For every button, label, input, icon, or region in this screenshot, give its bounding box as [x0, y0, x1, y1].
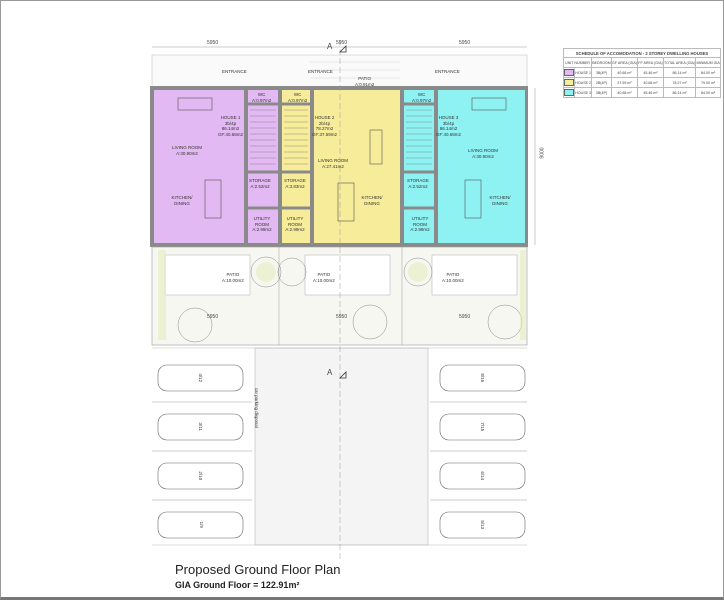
- parking-label: car parking disposal: [253, 387, 259, 428]
- bay-4-12: 4/12: [198, 373, 204, 383]
- h1-kitchen: KITCHEN/ DINING: [171, 195, 193, 206]
- col-unit: UNIT NUMBER: [562, 57, 593, 68]
- entrance-1-label: ENTRANCE: [222, 69, 247, 74]
- gia-total: GIA Ground Floor = 122.91m²: [175, 580, 300, 590]
- bay-8-16: 8/16: [480, 373, 486, 383]
- section-marker-bottom: A: [327, 368, 333, 377]
- driveway: [254, 347, 429, 546]
- schedule-table: SCHEDULE OF ACCOMODATION - 2 STOREY DWEL…: [562, 48, 721, 98]
- house-2-swatch: [564, 78, 575, 86]
- dim-house-2: 5950: [336, 40, 348, 46]
- bay-7-15: 7/15: [480, 422, 486, 432]
- bay-6-14: 6/14: [480, 471, 486, 481]
- bay-2-10: 2/10: [198, 471, 204, 481]
- dim-garden-2: 5950: [336, 314, 348, 320]
- section-marker-top: A: [327, 42, 333, 51]
- dim-house-1: 5950: [207, 40, 219, 46]
- entrance-3-label: ENTRANCE: [435, 69, 460, 74]
- col-total: TOTAL AREA (GIA): [662, 57, 697, 68]
- entrance-2-label: ENTRANCE: [308, 69, 333, 74]
- h2-kitchen: KITCHEN/ DINING: [361, 195, 383, 206]
- col-min: MINIMUM GIA: [695, 57, 721, 68]
- col-ff: FF AREA (GIA): [637, 57, 664, 68]
- house-3-fill: [404, 90, 434, 243]
- house-2-fill: [282, 90, 310, 243]
- cars: [157, 364, 526, 539]
- h3-kitchen: KITCHEN/ DINING: [489, 195, 511, 206]
- bay-1-9: 1/9: [198, 521, 204, 528]
- house-1-swatch: [564, 68, 575, 76]
- dim-house-3: 5950: [459, 40, 471, 46]
- dim-garden-1: 5950: [207, 314, 219, 320]
- house-3-swatch: [564, 88, 575, 96]
- dim-depth: 9000: [539, 147, 546, 159]
- drawing-title: Proposed Ground Floor Plan: [175, 562, 341, 577]
- col-bedroom: BEDROOM: [591, 57, 612, 68]
- bay-3-11: 3/11: [197, 422, 203, 431]
- col-gf: GF AREA (GIA): [610, 57, 639, 68]
- house-1-fill: [154, 90, 244, 243]
- bay-5-13: 5/13: [480, 520, 486, 530]
- trees: [177, 256, 523, 343]
- dim-garden-3: 5950: [459, 314, 471, 320]
- schedule-title: SCHEDULE OF ACCOMODATION - 2 STOREY DWEL…: [563, 48, 721, 58]
